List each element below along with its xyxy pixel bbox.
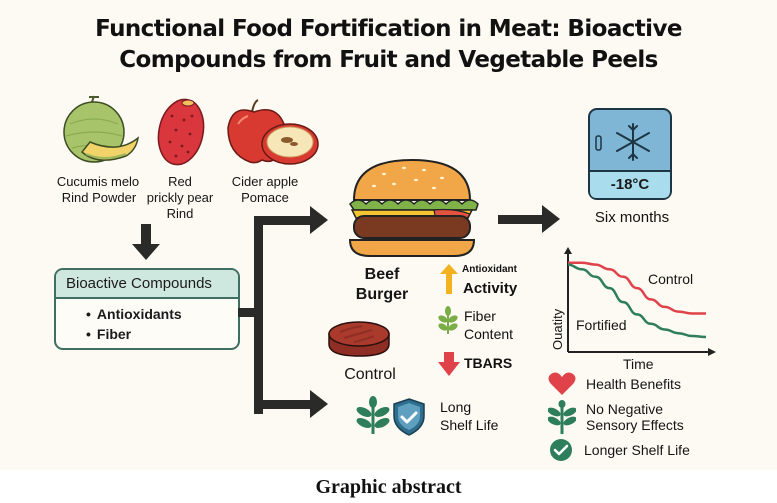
up-arrow-icon: [440, 264, 458, 294]
green-leaf-icon: [356, 396, 390, 434]
series-label-control: Control: [648, 271, 693, 287]
source-label-melon-line2: Rind Powder: [61, 190, 137, 205]
fiber-leaf-icon: [438, 306, 458, 334]
bioactive-compounds-heading: Bioactive Compounds: [56, 270, 238, 299]
heart-icon: [548, 372, 576, 395]
storage-duration: Six months: [594, 209, 670, 226]
graphic-abstract-poster: Functional Food Fortification in Meat: B…: [0, 0, 777, 470]
burger-icon: [348, 158, 479, 257]
leaf-icon: [548, 400, 576, 434]
down-arrow-icon: [132, 224, 160, 260]
series-line-fortified: [567, 263, 707, 339]
freezer-icon: [588, 108, 672, 200]
check-circle-icon: [550, 439, 572, 461]
y-axis-arrow: [564, 247, 572, 254]
y-axis-label: Ouatity: [550, 308, 565, 350]
control-label: Control: [344, 366, 396, 383]
antioxidant-activity-label: Activity: [463, 280, 518, 297]
benefit-sensory-label: No Negative Sensory Effects: [586, 401, 684, 433]
branch-arrow-icon: [238, 206, 328, 418]
bioactive-compounds-list: Antioxidants Fiber: [56, 299, 238, 344]
x-axis-label: Time: [623, 356, 654, 370]
series-line-control: [568, 261, 706, 315]
x-axis-arrow: [708, 348, 716, 356]
bioactive-compounds-box: Bioactive Compounds Antioxidants Fiber: [54, 268, 240, 350]
right-arrow-icon: [498, 205, 560, 233]
melon-icon: [63, 95, 140, 163]
down-arrow-red-icon: [438, 352, 460, 376]
poster-title: Functional Food Fortification in Meat: B…: [0, 14, 777, 76]
source-label-prickly-pear: Red prickly pear Rind: [146, 174, 214, 221]
control-patty-icon: [328, 321, 390, 357]
bioactive-item-fiber: Fiber: [86, 324, 238, 344]
source-label-apple: Cider apple Pomace: [231, 174, 299, 205]
poster-title-line1: Functional Food Fortification in Meat: B…: [95, 16, 682, 42]
burger-label: Beef Burger: [355, 266, 409, 303]
freezer-temperature: -18°C: [610, 176, 650, 193]
benefit-health-label: Health Benefits: [586, 376, 681, 392]
bioactive-item-antioxidants: Antioxidants: [86, 304, 238, 324]
snowflake-icon: [616, 123, 650, 161]
benefit-sensory: No Negative Sensory Effects: [548, 400, 684, 434]
benefit-shelf-life: Longer Shelf Life: [548, 438, 690, 462]
apple-icon: [227, 99, 319, 165]
antioxidant-small-label: Antioxidant: [462, 264, 517, 275]
series-label-fortified: Fortified: [576, 317, 627, 333]
poster-title-line2: Compounds from Fruit and Vegetable Peels: [119, 47, 658, 73]
fiber-content-label: Fiber Content: [464, 308, 514, 342]
benefit-shelf-life-label: Longer Shelf Life: [584, 442, 690, 458]
prickly-pear-icon: [157, 98, 205, 166]
benefit-health: Health Benefits: [548, 372, 681, 396]
tbars-label: TBARS: [464, 355, 513, 371]
long-shelf-life-label: Long Shelf Life: [440, 399, 499, 433]
source-label-melon: Cucumis melo: [56, 174, 140, 189]
shield-check-icon: [393, 398, 425, 436]
graphic-abstract-caption: Graphic abstract: [315, 476, 462, 498]
